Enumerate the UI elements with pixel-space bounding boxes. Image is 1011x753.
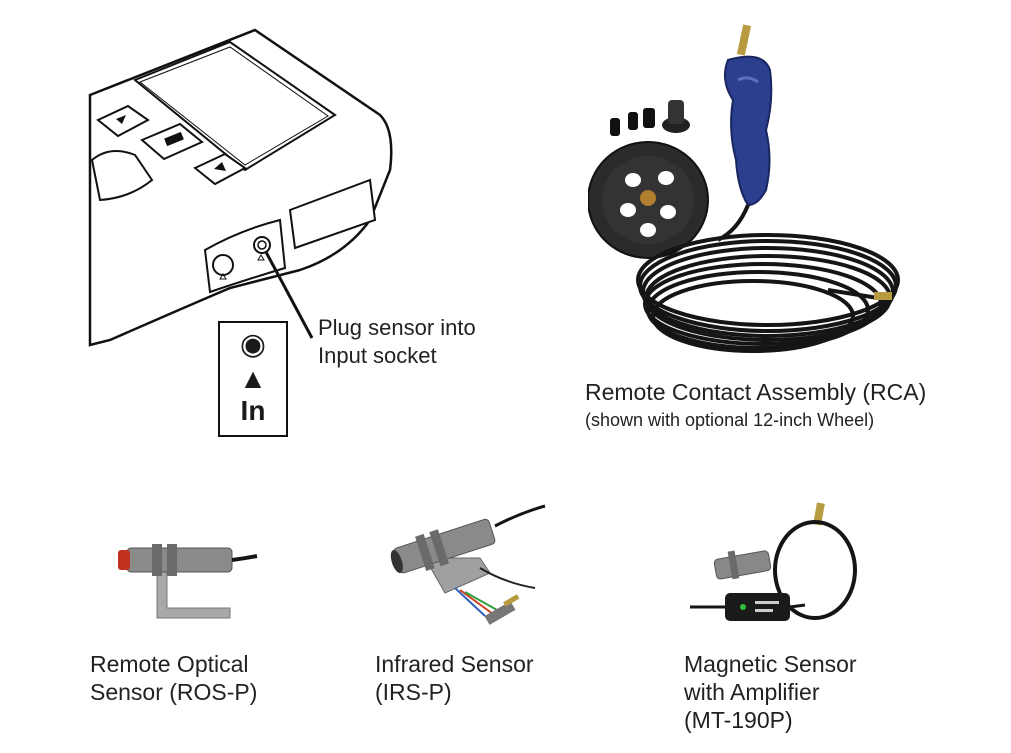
tachometer-illustration [80,20,410,350]
meter-button-down [193,152,247,186]
meter-button-mode [140,122,204,161]
socket-panel [203,218,287,294]
ros-caption: Remote Optical Sensor (ROS-P) [90,651,258,705]
ros-photo [112,530,262,625]
plug-sensor-callout: Plug sensor into Input socket [318,315,476,368]
irs-caption: Infrared Sensor (IRS-P) [375,651,534,705]
legend-label: In [240,395,266,426]
meter-button-up [96,104,150,138]
input-legend-box: ◉ ▲ In [218,321,288,437]
rca-photo [588,20,908,365]
rca-subtitle: (shown with optional 12-inch Wheel) [585,410,875,430]
target-icon: ◉ [239,328,267,361]
mt-photo [685,495,860,635]
rca-title: Remote Contact Assembly (RCA) [585,379,927,405]
mt-caption: Magnetic Sensor with Amplifier (MT-190P) [684,651,857,733]
irs-photo [385,498,555,638]
triangle-icon: ▲ [239,363,267,394]
